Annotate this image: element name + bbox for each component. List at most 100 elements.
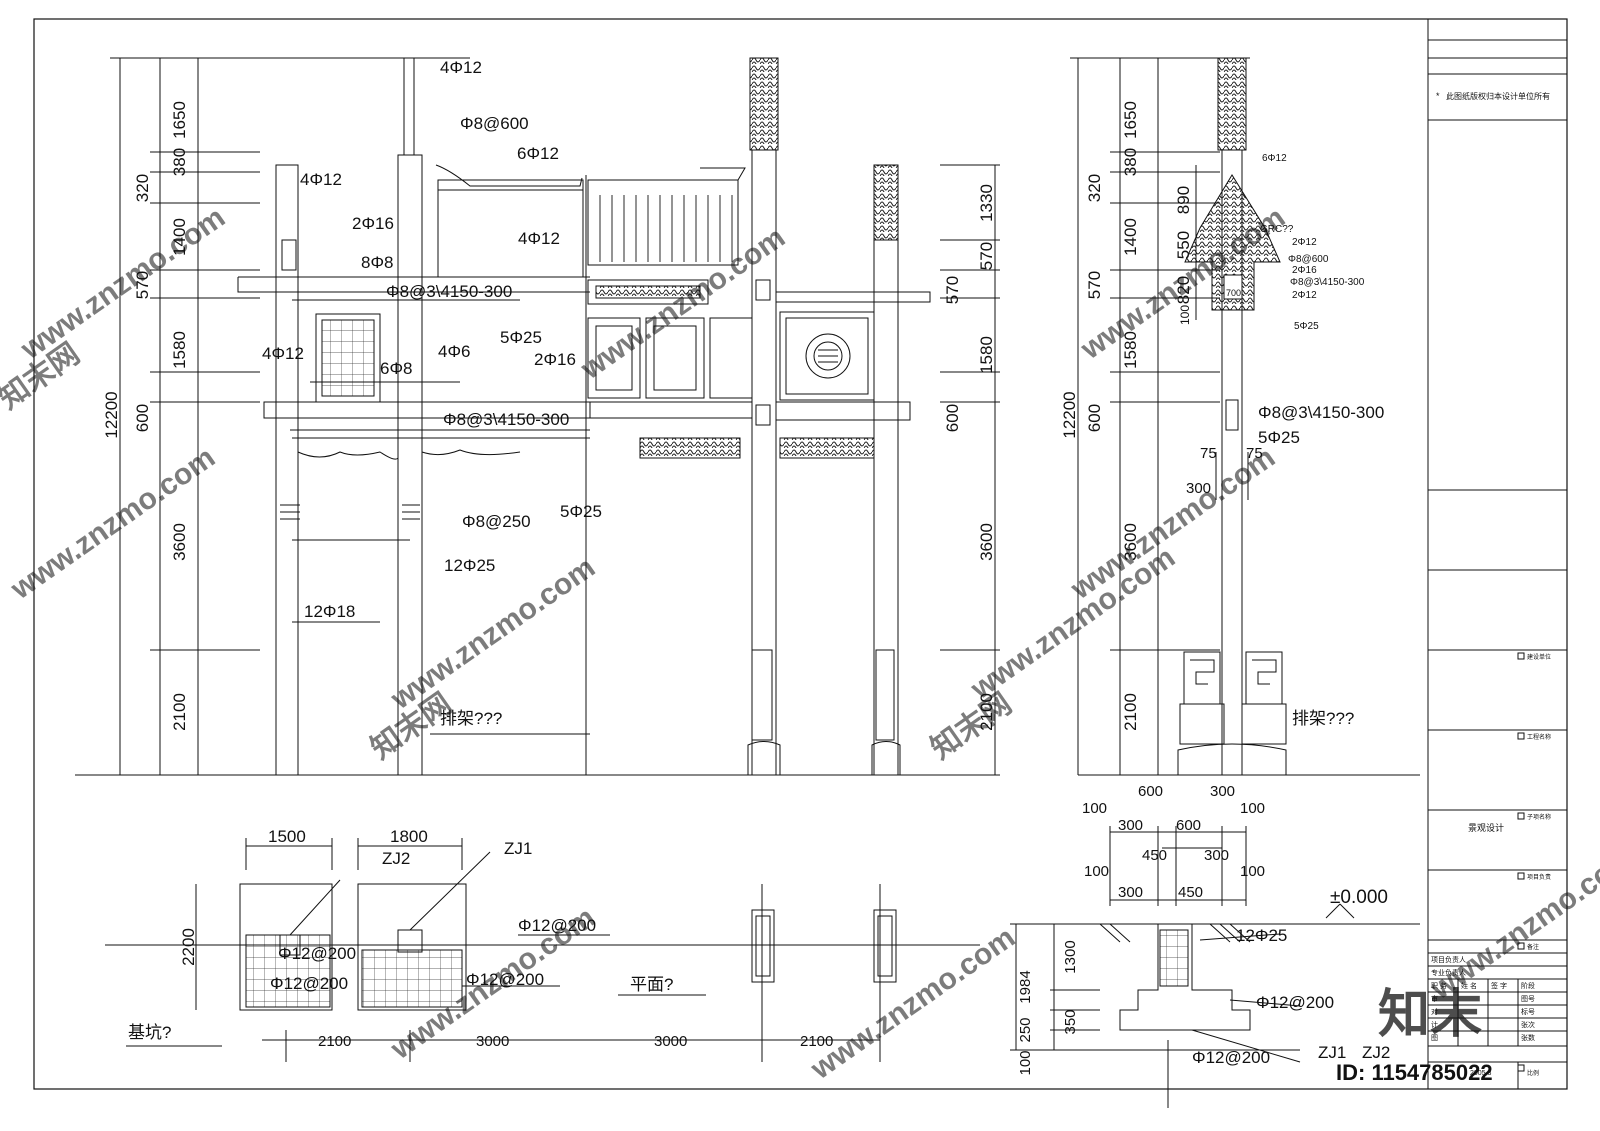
rebar-label: 8Φ8 — [361, 253, 393, 272]
r-dim-total: 12200 — [1060, 391, 1079, 438]
watermark-site: www.znzmo.com — [14, 201, 231, 367]
r-rebar-large: Φ8@3\4150-300 — [1258, 403, 1384, 422]
r-rebar-small: 2Φ12 — [1292, 237, 1317, 248]
ft-top-dim: 100 — [1240, 863, 1265, 880]
stamp-lead: 项目负责 — [1527, 873, 1551, 881]
mid-dim: 600 — [943, 404, 962, 432]
col-name: 姓 名 — [1461, 981, 1477, 990]
watermark-site: www.znzmo.com — [1074, 201, 1291, 367]
rebar-label: 6Φ8 — [380, 359, 412, 378]
ft-top-dim: 450 — [1178, 884, 1203, 901]
title-block — [1427, 19, 1567, 1089]
dim-600: 600 — [133, 404, 152, 432]
dim-1580: 1580 — [170, 331, 189, 369]
plan-rebar: Φ12@200 — [466, 970, 544, 989]
brand-badge: 知末 ID: 1154785022 — [1336, 986, 1493, 1085]
ft-side-dim: 350 — [1062, 1009, 1079, 1034]
r-dim-upper: 890 — [1174, 186, 1193, 214]
row-dui: 对 — [1431, 1007, 1438, 1016]
r-scaffold-note: 排架??? — [1292, 709, 1354, 728]
stamp-subitem: 子项名称 — [1527, 813, 1551, 821]
rebar-label: 2Φ16 — [352, 214, 394, 233]
stamp-client: 建设单位 — [1527, 653, 1551, 661]
dim-1400: 1400 — [170, 218, 189, 256]
r-dim-75b: 75 — [1246, 445, 1263, 462]
r-dim: 2100 — [1121, 693, 1140, 731]
dim-380: 380 — [170, 148, 189, 176]
rebar-label: 4Φ12 — [440, 58, 482, 77]
ft-top-dim: 300 — [1204, 847, 1229, 864]
r-dim: 1580 — [1121, 331, 1140, 369]
plan-label: 平面? — [630, 975, 673, 994]
copyright-note: 此图纸版权归本设计单位所有 — [1446, 91, 1550, 101]
rebar-label: 6Φ12 — [517, 144, 559, 163]
scaffold-note: 排架??? — [440, 709, 502, 728]
ft-rebar: Φ12@200 — [1192, 1048, 1270, 1067]
dim-total: 12200 — [102, 391, 121, 438]
r-detail-700: 700 — [1226, 288, 1241, 298]
foundation-plan-labels: 1500 1800 ZJ2 ZJ1 Φ12@200 Φ12@200 Φ12@20… — [128, 827, 833, 1050]
r-rebar-small: Φ8@3\4150-300 — [1290, 277, 1365, 288]
ft-side-dim: 250 — [1017, 1017, 1034, 1042]
rebar-label: 2Φ16 — [534, 350, 576, 369]
watermark-site: www.znzmo.com — [964, 541, 1181, 707]
r-dim: 1650 — [1121, 101, 1140, 139]
mid-dim: 2100 — [977, 693, 996, 731]
col-stage: 阶段 — [1521, 981, 1535, 990]
plan-bottom-dim: 3000 — [476, 1033, 509, 1050]
row-tu: 图 — [1431, 1034, 1438, 1042]
rebar-label: 5Φ25 — [560, 502, 602, 521]
plan-bottom-dim: 2100 — [318, 1033, 351, 1050]
ground-level: ±0.000 — [1330, 887, 1388, 908]
foundation-plan — [105, 838, 980, 1062]
left-elevation-labels: 1650 380 320 1400 570 1580 600 3600 2100… — [102, 58, 602, 731]
watermark-site: www.znzmo.com — [1424, 841, 1600, 1007]
r-dim-300: 300 — [1186, 480, 1211, 497]
row-zhangci: 张次 — [1521, 1020, 1535, 1029]
ft-tag: ZJ1 — [1318, 1043, 1346, 1062]
scale-label: 比例 — [1527, 1069, 1539, 1077]
rebar-label: Φ8@250 — [462, 512, 531, 531]
ft-top-dim: 300 — [1118, 817, 1143, 834]
r-dim-upper: 820 — [1174, 276, 1193, 304]
plan-top-dim: 1800 — [390, 827, 428, 846]
sheet-border — [33, 18, 1568, 1090]
col-duty: 职 务 — [1431, 981, 1447, 990]
r-base-dim: 100 — [1082, 800, 1107, 817]
r-dim-75a: 75 — [1200, 445, 1217, 462]
r-dim: 1400 — [1121, 218, 1140, 256]
rebar-label: 4Φ12 — [518, 229, 560, 248]
rebar-label: 5Φ25 — [500, 328, 542, 347]
rebar-label: Φ8@3\4150-300 — [386, 282, 512, 301]
dim-570: 570 — [133, 271, 152, 299]
left-elevation — [75, 57, 591, 776]
middle-elevation — [586, 57, 1000, 776]
plan-side-dim: 2200 — [179, 928, 198, 966]
stamp-project: 工程名称 — [1527, 733, 1551, 741]
mid-dim: 1330 — [977, 184, 996, 222]
ft-side-dim: 1984 — [1017, 970, 1034, 1003]
rebar-label: Φ8@600 — [460, 114, 529, 133]
watermark-site: www.znzmo.com — [384, 551, 601, 717]
footing-section-labels: 300 600 450 300 100 100 300 450 ±0.000 1… — [1017, 817, 1390, 1076]
watermark-site: www.znzmo.com — [1064, 441, 1281, 607]
row-tuhao: 图号 — [1521, 995, 1535, 1003]
r-dim: 600 — [1085, 404, 1104, 432]
right-elevation-labels: 1650 380 320 1400 570 1580 600 3600 2100… — [1060, 101, 1384, 817]
copyright-marker: * — [1436, 91, 1440, 101]
r-dim: 380 — [1121, 148, 1140, 176]
plan-bottom-dim: 3000 — [654, 1033, 687, 1050]
r-dim: 3600 — [1121, 523, 1140, 561]
r-dim-upper: 550 — [1174, 231, 1193, 259]
image-id: ID: 1154785022 — [1336, 1060, 1493, 1085]
r-base-dim: 100 — [1240, 800, 1265, 817]
r-dim: 320 — [1085, 174, 1104, 202]
issue-date: 2005.3 — [1470, 1070, 1492, 1077]
dim-1650: 1650 — [170, 101, 189, 139]
r-rebar-small: 2Φ12 — [1292, 290, 1317, 301]
r-rebar-small: Φ8@600 — [1288, 254, 1329, 265]
stamp-remark: 备注 — [1527, 943, 1539, 951]
r-rebar-small: 6Φ12 — [1262, 153, 1287, 164]
project-lead-label: 项目负责人 — [1431, 955, 1466, 964]
